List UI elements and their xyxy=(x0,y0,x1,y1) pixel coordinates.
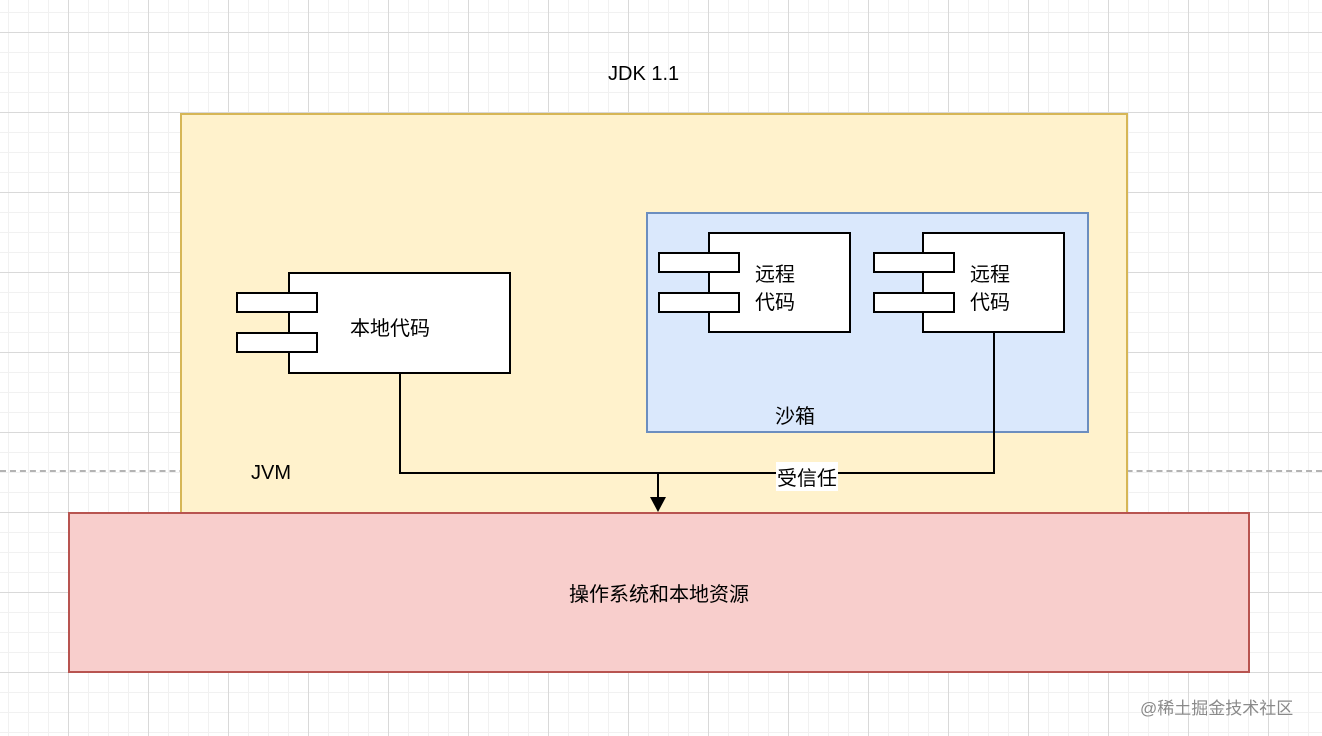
remote-code-component-2[interactable]: 远程 代码 xyxy=(922,232,1065,333)
trusted-edge-label: 受信任 xyxy=(776,462,838,491)
diagram-title: JDK 1.1 xyxy=(608,63,680,85)
os-resources-container[interactable]: 操作系统和本地资源 xyxy=(68,512,1250,673)
watermark: @稀土掘金技术社区 xyxy=(1140,699,1294,718)
sandbox-label: 沙箱 xyxy=(775,406,815,428)
arrowhead-icon xyxy=(650,497,666,512)
remote-code-2-port-bottom xyxy=(873,292,955,313)
remote-code-1-label-line2: 代码 xyxy=(755,292,795,314)
local-code-port-top xyxy=(236,292,318,313)
remote-code-2-port-top xyxy=(873,252,955,273)
remote-code-2-label-line1: 远程 xyxy=(970,264,1010,286)
local-code-port-bottom xyxy=(236,332,318,353)
os-resources-label: 操作系统和本地资源 xyxy=(569,584,749,606)
remote-code-1-label-line1: 远程 xyxy=(755,264,795,286)
remote-code-1-port-bottom xyxy=(658,292,740,313)
remote-code-component-1[interactable]: 远程 代码 xyxy=(708,232,851,333)
connector-from-local-code xyxy=(399,374,658,474)
jvm-label: JVM xyxy=(251,462,291,484)
connector-from-remote-code xyxy=(658,333,995,474)
remote-code-1-port-top xyxy=(658,252,740,273)
remote-code-2-label-line2: 代码 xyxy=(970,292,1010,314)
local-code-label: 本地代码 xyxy=(350,318,430,340)
local-code-component[interactable]: 本地代码 xyxy=(288,272,511,374)
